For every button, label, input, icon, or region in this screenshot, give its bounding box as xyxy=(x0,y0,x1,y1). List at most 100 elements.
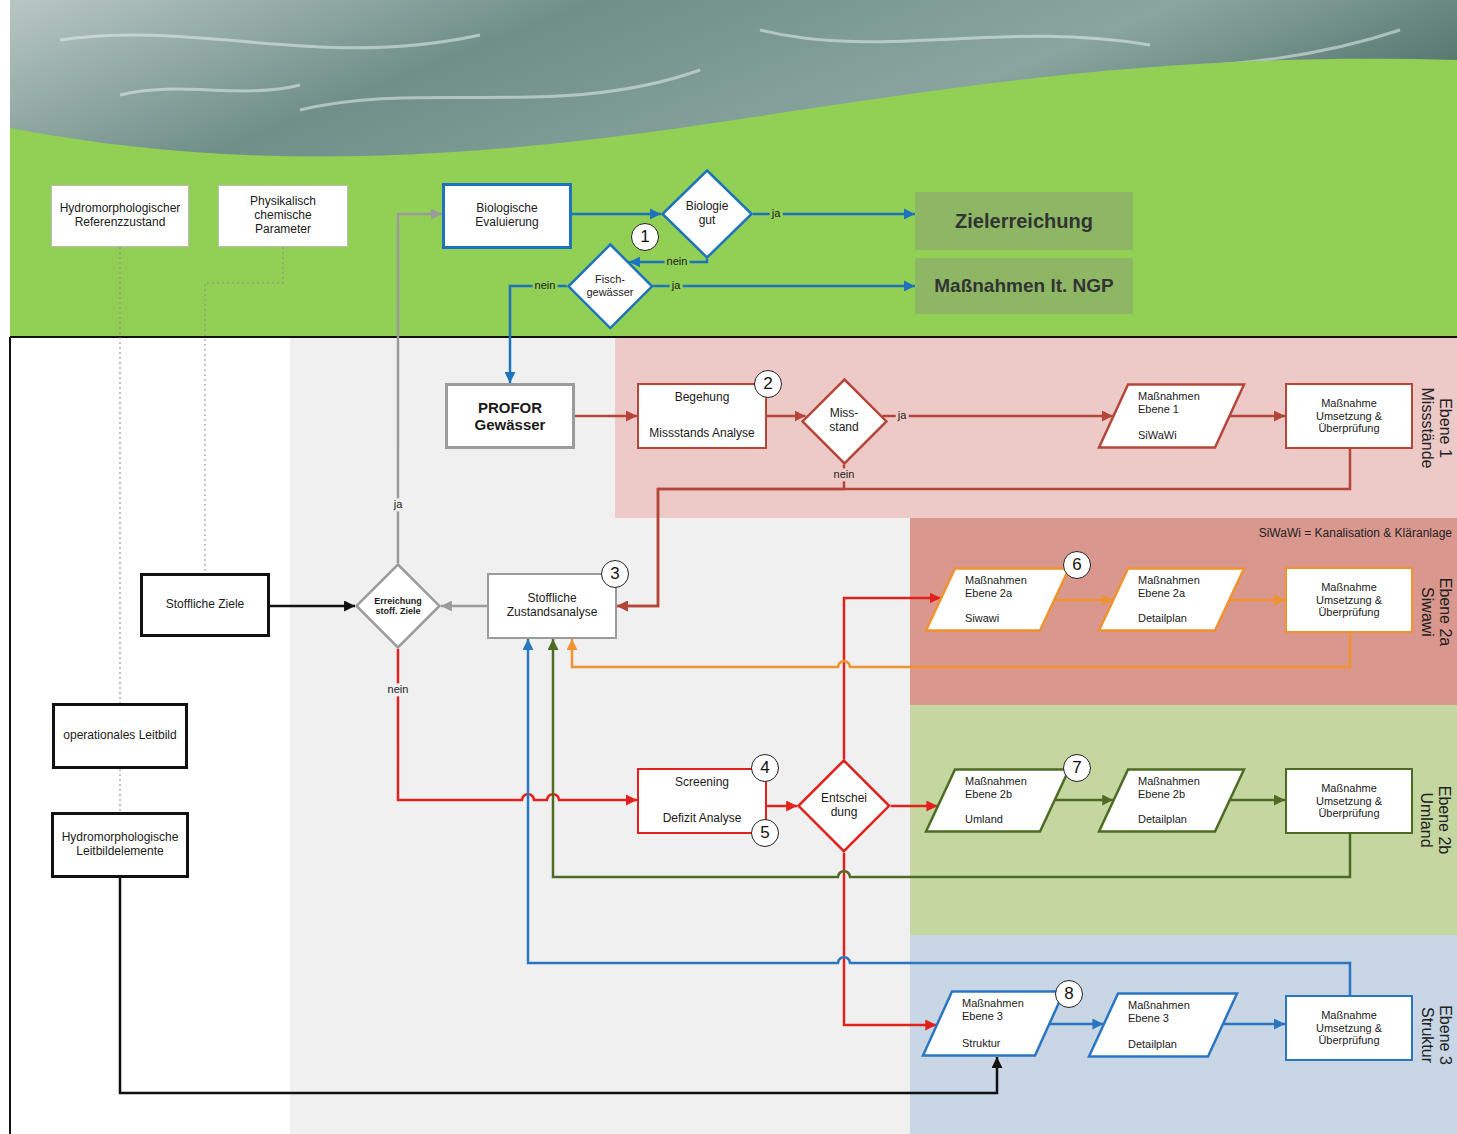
callout-number: 5 xyxy=(751,819,779,847)
measure-parallelogram: Maßnahmen Ebene 2bDetailplan xyxy=(1098,768,1245,833)
node-text: Detailplan xyxy=(1138,612,1187,625)
node-text: SiWaWi xyxy=(1138,429,1177,442)
node-text: Entschei dung xyxy=(816,792,872,820)
callout-number: 4 xyxy=(751,754,779,782)
measure-parallelogram: Maßnahmen Ebene 2a Detailplan xyxy=(1098,567,1245,632)
node-text: Maßnahmen Ebene 2b xyxy=(965,775,1045,800)
flow-connector xyxy=(528,639,1350,995)
flow-connector xyxy=(1050,1023,1104,1026)
flow-connector xyxy=(572,633,1350,667)
level-band: Ebene 1MissständeBegehungMissstands Anal… xyxy=(615,337,1457,518)
dotted-connector xyxy=(205,247,283,573)
node-text: Fisch- gewässer xyxy=(584,273,636,298)
callout-number: 2 xyxy=(754,370,782,398)
flow-connector xyxy=(767,415,806,418)
decision-diamond: Miss- stand xyxy=(801,378,888,465)
shape-outline xyxy=(662,171,751,258)
flow-connector xyxy=(510,286,567,383)
node-text: Stoffliche Zustandsanalyse xyxy=(493,592,611,620)
main-panel xyxy=(10,337,1457,1134)
band-label: Ebene 2aSiwawi xyxy=(1413,518,1457,705)
decision-diamond: Fisch- gewässer xyxy=(567,243,654,330)
decision-diamond: Biologie gut xyxy=(661,169,753,259)
shape-outline xyxy=(926,770,1069,832)
flow-connector xyxy=(553,639,1350,877)
node-text: Maßnahme Umsetzung & Überprüfung xyxy=(1309,397,1389,435)
process-box: Biologische Evaluierung xyxy=(442,183,572,249)
process-box: Stoffliche Ziele xyxy=(140,573,270,637)
edge-label: ja xyxy=(896,409,909,422)
measure-parallelogram: Maßnahmen Ebene 3Struktur xyxy=(922,990,1065,1057)
shape-outline xyxy=(568,244,652,328)
level-band: Ebene 2aSiwawiMaßnahmen Ebene 2aSiwawiMa… xyxy=(910,518,1457,705)
flow-connector xyxy=(1230,599,1285,602)
callout-number: 7 xyxy=(1063,754,1091,782)
edge-label: ja xyxy=(392,498,405,511)
dotted-connector xyxy=(120,247,121,703)
band-title: Siwawi xyxy=(1417,587,1435,637)
band-title: Struktur xyxy=(1417,1006,1435,1062)
node-text: Umland xyxy=(965,813,1003,826)
flow-connector xyxy=(844,853,936,1025)
node-text: Maßnahmen Ebene 3 xyxy=(962,997,1042,1022)
node-text: Biologische Evaluierung xyxy=(449,202,565,230)
band-label: Ebene 2bUmland xyxy=(1413,705,1457,935)
level-band: Ebene 2bUmland Maßnahmen Ebene 2b Umland Ma… xyxy=(910,705,1457,935)
node-text: Defizit Analyse xyxy=(663,812,742,826)
node-text: Siwawi xyxy=(965,612,999,625)
flow-connector xyxy=(120,878,997,1093)
flow-connector xyxy=(575,415,637,418)
result-box: Maßnahmen lt. NGP xyxy=(915,258,1133,314)
node-text: Maßnahmen lt. NGP xyxy=(934,275,1113,297)
node-text: Maßnahme Umsetzung & Überprüfung xyxy=(1309,1009,1389,1047)
flow-connector xyxy=(1055,799,1113,802)
band-fill xyxy=(910,518,1457,705)
band-fill xyxy=(910,705,1457,935)
shape-outline xyxy=(923,992,1064,1056)
flow-connector xyxy=(1055,599,1113,602)
note-text: SiWaWi = Kanalisation & Kläranlage xyxy=(1259,526,1452,540)
edge-label: nein xyxy=(665,255,690,268)
node-text: Screening xyxy=(675,776,729,790)
shape-outline xyxy=(1099,569,1244,631)
band-fill xyxy=(910,935,1457,1134)
node-text: Maßnahme Umsetzung & Überprüfung xyxy=(1309,581,1389,619)
node-text: Physikalisch chemische Parameter xyxy=(237,195,329,236)
node-text: Maßnahme Umsetzung & Überprüfung xyxy=(1309,782,1389,820)
shape-outline xyxy=(1089,994,1237,1057)
process-box: PROFOR Gewässer xyxy=(445,383,575,449)
band-fill xyxy=(615,337,1457,518)
flow-connector xyxy=(891,805,938,808)
decision-diamond: Entschei dung xyxy=(797,759,891,853)
shape-outline xyxy=(799,761,890,852)
band-title: Umland xyxy=(1417,792,1435,847)
measure-parallelogram: Maßnahmen Ebene 3 Detailplan xyxy=(1088,992,1238,1058)
process-box: BegehungMissstands Analyse xyxy=(637,383,767,449)
measure-parallelogram: Maßnahmen Ebene 2aSiwawi xyxy=(925,567,1070,632)
edge-label: nein xyxy=(386,683,411,696)
shape-outline xyxy=(1099,770,1244,832)
band-title: Ebene 3 xyxy=(1435,1005,1453,1065)
shape-outline xyxy=(357,565,440,648)
shape-outline xyxy=(1099,385,1244,448)
flow-connector xyxy=(1223,1023,1285,1026)
flow-connector xyxy=(1230,415,1285,418)
node-text: Zielerreichung xyxy=(955,210,1093,233)
flow-connector xyxy=(270,605,355,608)
measure-parallelogram: Maßnahmen Ebene 1 SiWaWi xyxy=(1098,383,1245,449)
node-text: Begehung xyxy=(675,391,730,405)
process-box: Stoffliche Zustandsanalyse xyxy=(487,573,617,639)
flow-connector xyxy=(882,415,1113,418)
band-label: Ebene 3Struktur xyxy=(1413,935,1457,1134)
flow-connector xyxy=(844,598,941,759)
node-text: Biologie gut xyxy=(680,200,734,228)
node-text: Detailplan xyxy=(1128,1038,1177,1051)
process-box: Maßnahme Umsetzung & Überprüfung xyxy=(1285,768,1413,834)
node-text: Maßnahmen Ebene 2a xyxy=(1138,574,1218,599)
node-text: Maßnahmen Ebene 3 xyxy=(1128,999,1208,1024)
edge-label: nein xyxy=(832,468,857,481)
flow-connector xyxy=(617,449,1350,606)
node-text: Maßnahmen Ebene 1 xyxy=(1138,390,1210,415)
decision-diamond: Erreichung stoff. Ziele xyxy=(355,563,441,649)
